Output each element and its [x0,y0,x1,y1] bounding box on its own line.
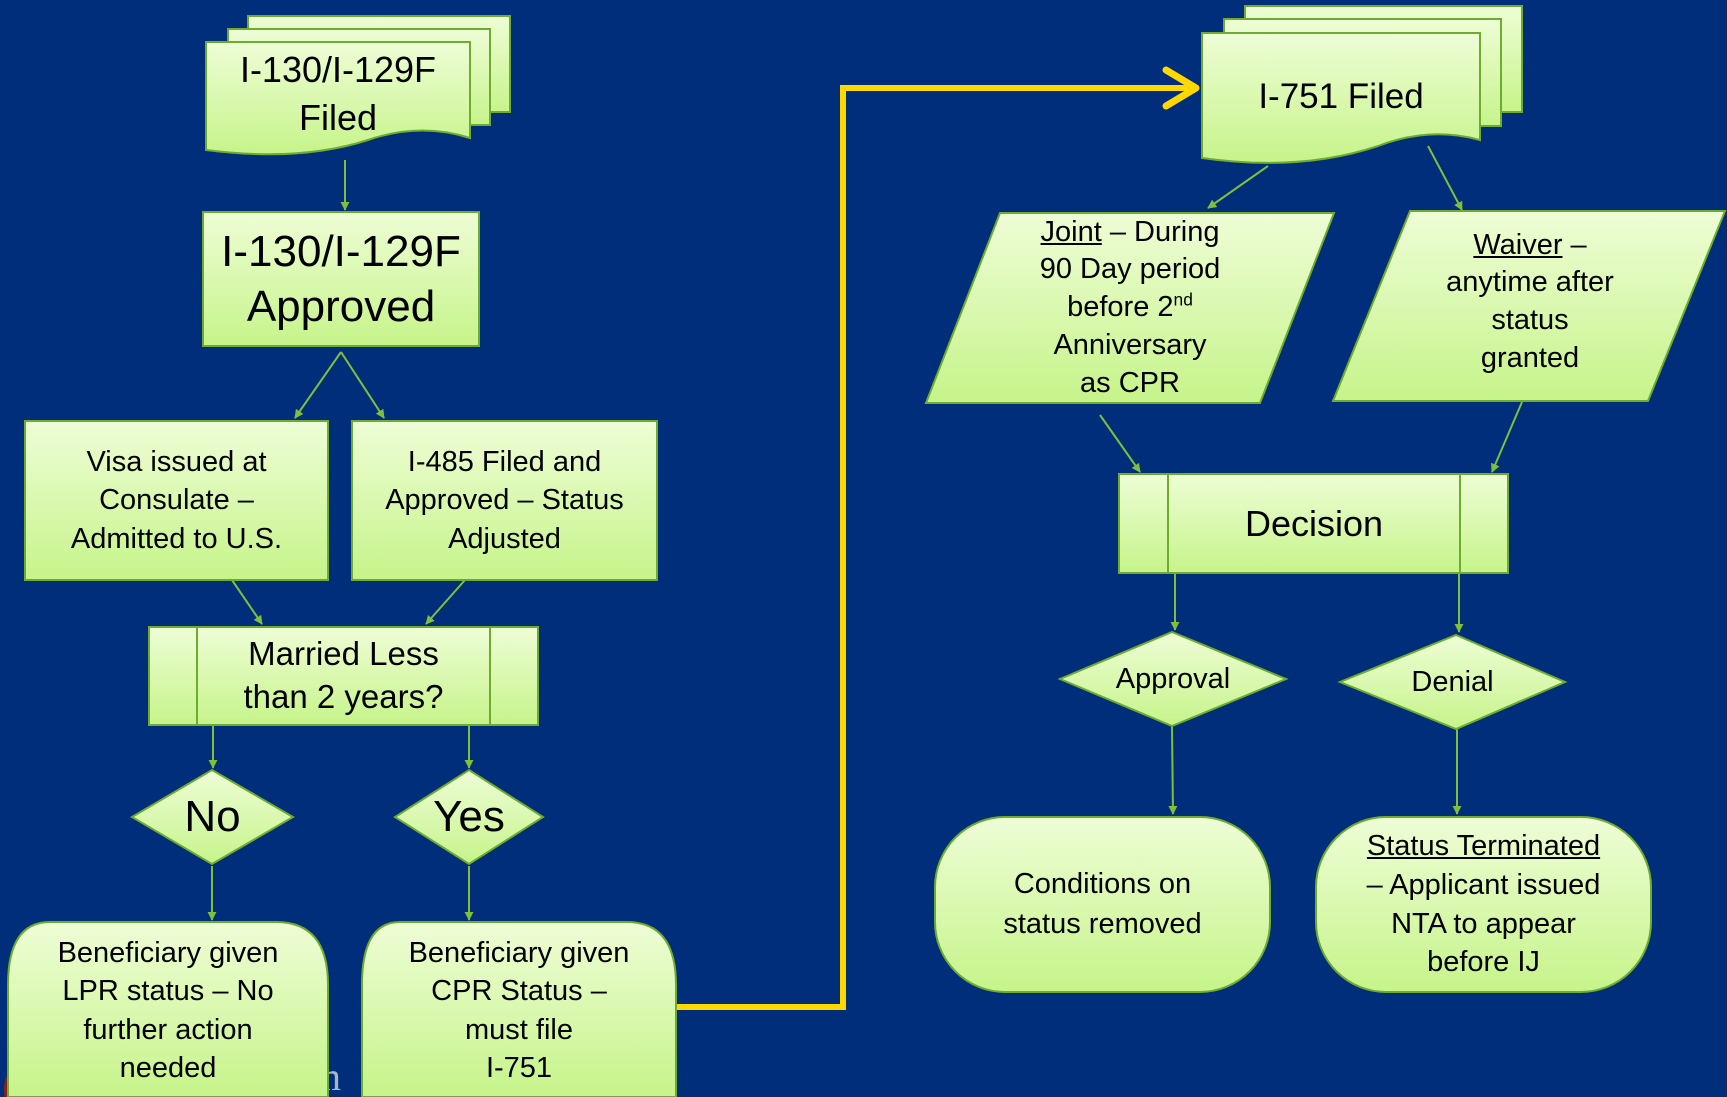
status-terminated-terminator [1315,816,1652,993]
no-text: No [184,791,241,841]
cpr-label: Beneficiary given CPR Status – must file… [362,930,676,1094]
i485-box [351,420,658,581]
denial-text: Denial [1411,665,1494,698]
cpr-line3: must file [465,1013,573,1046]
i485-line2: Approved – Status [385,484,624,517]
connector [1427,145,1463,211]
i485-label: I-485 Filed and Approved – Status Adjust… [352,421,657,580]
joint-parallelogram [924,212,1336,404]
denial-label: Denial [1340,635,1565,729]
joint-label: Joint – During 90 Day period before 2nd … [980,213,1280,403]
lpr-line2: LPR status – No [62,975,274,1008]
denial-diamond [1337,633,1568,731]
decision-shape [1118,473,1509,574]
terminated-keyword: Status Terminated [1366,830,1601,863]
conditions-removed-terminator [934,816,1271,993]
cpr-terminator [361,921,677,1097]
cpr-line2: CPR Status – [431,975,607,1008]
visa-line1: Visa issued at [86,446,267,479]
i751-filed-shape [1201,5,1523,164]
conditions-line1: Conditions on [1013,868,1192,901]
decision-text: Decision [1244,502,1384,544]
waiver-keyword: Waiver [1473,228,1563,261]
connector [231,579,263,625]
no-label: No [132,770,293,864]
i130-filed-label: I-130/I-129F Filed [206,42,470,146]
connector [1491,401,1523,473]
visa-line2: Consulate – [99,484,254,517]
approval-diamond [1057,630,1289,728]
status-terminated-label: Status Terminated – Applicant issued NTA… [1316,817,1651,992]
terminated-line3: NTA to appear [1391,907,1576,940]
i130-approved-label: I-130/I-129F Approved [203,212,479,346]
connector [294,351,342,419]
connector [425,579,466,625]
cpr-line4: I-751 [485,1051,553,1084]
lpr-line4: needed [119,1051,217,1084]
i751-filed-text: I-751 Filed [1258,76,1424,116]
joint-line2: 90 Day period [1039,253,1221,286]
joint-line3-sup: nd [1173,289,1193,310]
joint-line4: Anniversary [1053,328,1207,361]
lpr-line1: Beneficiary given [57,937,279,969]
terminated-line2: – Applicant issued [1366,868,1601,901]
terminated-line4: before IJ [1427,946,1540,979]
i751-filed-label: I-751 Filed [1202,40,1480,154]
yellow-flow-arrow [672,66,1200,1010]
conditions-removed-label: Conditions on status removed [935,817,1270,992]
waiver-line1-rest: – [1562,228,1587,261]
connectors [207,145,1523,921]
i130-filed-line1: I-130/I-129F [239,49,437,91]
joint-line1-rest: – During [1101,215,1220,248]
lpr-line3: further action [83,1013,253,1046]
joint-keyword: Joint [1040,215,1102,248]
i130-approved-box [202,211,480,347]
decision-label: Decision [1168,474,1460,573]
visa-line3: Admitted to U.S. [70,522,283,555]
i485-line3: Adjusted [448,522,561,555]
waiver-line2: anytime after [1446,266,1614,299]
married-line2: than 2 years? [243,678,444,715]
joint-line3: before 2nd [1067,289,1193,327]
waiver-label: Waiver – anytime after status granted [1380,211,1680,401]
waiver-parallelogram [1331,210,1727,402]
visa-label: Visa issued at Consulate – Admitted to U… [25,421,328,580]
connector [1207,165,1269,209]
i130-filed-shape [205,15,511,156]
yes-text: Yes [433,791,505,841]
visa-box [24,420,329,581]
no-diamond [130,768,295,866]
i130-approved-line1: I-130/I-129F [221,227,461,276]
i485-line1: I-485 Filed and [407,446,602,479]
connector [1168,725,1178,815]
cpr-line1: Beneficiary given [408,937,630,969]
married-question-shape [148,626,539,726]
lpr-terminator [7,921,329,1097]
connector [340,351,385,419]
connector [1099,414,1141,473]
waiver-line4: granted [1480,341,1580,374]
i130-approved-line2: Approved [246,282,436,331]
joint-line5: as CPR [1080,366,1180,399]
waiver-line1: Waiver – [1473,227,1586,265]
waiver-line3: status [1491,304,1569,336]
yes-label: Yes [395,770,543,864]
married-label: Married Less than 2 years? [197,627,490,725]
joint-line1: Joint – During [1041,214,1220,252]
approval-text: Approval [1115,662,1231,695]
married-line1: Married Less [248,635,439,673]
approval-label: Approval [1060,632,1286,726]
yes-diamond [393,768,545,866]
conditions-line2: status removed [1003,907,1202,940]
joint-line3-prefix: before 2 [1067,291,1174,324]
i130-filed-line2: Filed [298,97,378,138]
lpr-label: Beneficiary given LPR status – No furthe… [8,930,328,1094]
